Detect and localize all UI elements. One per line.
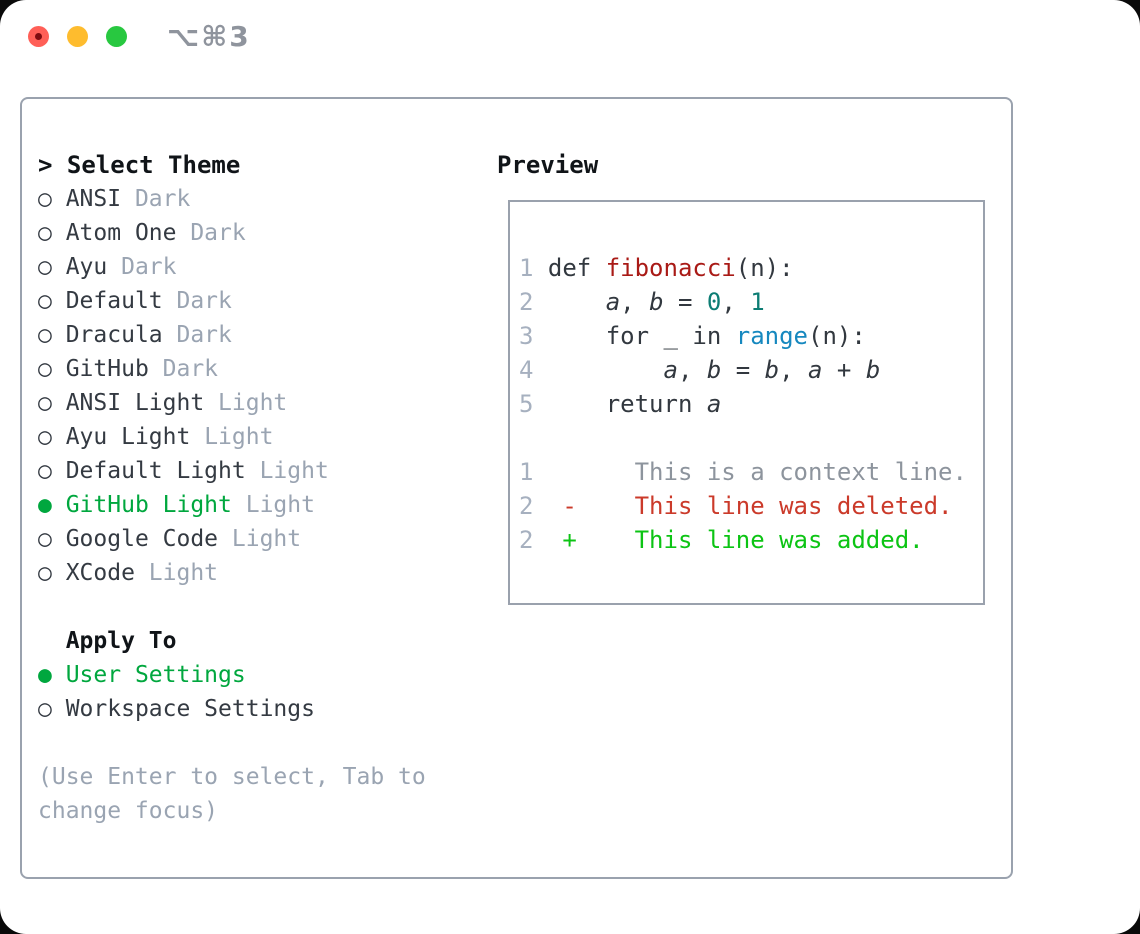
- theme-name: Dracula: [65, 322, 177, 348]
- close-button[interactable]: [28, 26, 49, 47]
- minimize-button[interactable]: [67, 26, 88, 47]
- radio-unselected-icon: ○: [38, 322, 66, 348]
- code-line: 1 def fibonacci(n):: [519, 254, 794, 282]
- theme-variant: Dark: [121, 254, 177, 280]
- code-line: 4 a, b = b, a + b: [519, 356, 881, 384]
- theme-name: ANSI Light: [65, 390, 219, 416]
- code-line: [519, 421, 967, 455]
- zoom-button[interactable]: [106, 26, 127, 47]
- radio-unselected-icon: ○: [38, 288, 66, 314]
- code-preview: 1 def fibonacci(n): 2 a, b = 0, 1 3 for _ …: [519, 251, 967, 557]
- radio-unselected-icon: ○: [38, 390, 66, 416]
- select-theme-heading: > Select Theme: [38, 148, 426, 182]
- help-text-line-2: change focus): [38, 798, 219, 824]
- theme-option-xcode[interactable]: ○ XCode Light: [38, 556, 426, 590]
- theme-variant: Dark: [190, 220, 246, 246]
- radio-unselected-icon: ○: [38, 458, 66, 484]
- code-line: 3 for _ in range(n):: [519, 322, 866, 350]
- radio-unselected-icon: ○: [38, 220, 66, 246]
- theme-option-github[interactable]: ○ GitHub Dark: [38, 352, 426, 386]
- code-line: 5 return a: [519, 390, 722, 418]
- theme-name: Google Code: [65, 526, 232, 552]
- apply-option-user-settings[interactable]: ● User Settings: [38, 658, 426, 692]
- theme-option-default[interactable]: ○ Default Dark: [38, 284, 426, 318]
- theme-option-ayu[interactable]: ○ Ayu Dark: [38, 250, 426, 284]
- theme-variant: Dark: [134, 186, 191, 212]
- theme-name: Default: [65, 288, 177, 314]
- window-title: ⌥⌘3: [167, 20, 251, 53]
- theme-name: GitHub: [65, 356, 163, 382]
- preview-box: [508, 200, 985, 605]
- theme-name: Default Light: [65, 458, 260, 484]
- apply-option-name: User Settings: [65, 662, 246, 688]
- radio-selected-icon: ●: [38, 492, 66, 518]
- theme-name: Atom One: [65, 220, 191, 246]
- theme-option-default-light[interactable]: ○ Default Light Light: [38, 454, 426, 488]
- spacer: [38, 726, 426, 760]
- theme-variant: Light: [231, 526, 302, 552]
- apply-to-label: Apply To: [65, 628, 177, 654]
- theme-variant: Dark: [176, 322, 232, 348]
- theme-name: ANSI: [65, 186, 135, 212]
- theme-variant: Light: [204, 424, 274, 450]
- theme-option-dracula[interactable]: ○ Dracula Dark: [38, 318, 426, 352]
- theme-name: XCode: [65, 560, 149, 586]
- apply-to-heading: Apply To: [38, 624, 426, 658]
- title-bar: ⌥⌘3: [0, 0, 1140, 74]
- radio-unselected-icon: ○: [38, 424, 66, 450]
- theme-option-ansi-light[interactable]: ○ ANSI Light Light: [38, 386, 426, 420]
- theme-name: Ayu: [65, 254, 122, 280]
- theme-name: Ayu Light: [65, 424, 205, 450]
- theme-variant: Dark: [162, 356, 219, 382]
- spacer: [38, 590, 426, 624]
- theme-name: GitHub Light: [65, 492, 246, 518]
- radio-unselected-icon: ○: [38, 356, 66, 382]
- theme-variant: Light: [259, 458, 329, 484]
- select-theme-label: Select Theme: [66, 151, 241, 179]
- theme-option-ayu-light[interactable]: ○ Ayu Light Light: [38, 420, 426, 454]
- focus-caret: >: [38, 151, 67, 179]
- theme-option-ansi[interactable]: ○ ANSI Dark: [38, 182, 426, 216]
- radio-selected-icon: ●: [38, 662, 66, 688]
- help-text-line-1: (Use Enter to select, Tab to: [38, 764, 426, 790]
- theme-variant: Light: [218, 390, 288, 416]
- theme-option-atom-one[interactable]: ○ Atom One Dark: [38, 216, 426, 250]
- code-line: 2 - This line was deleted.: [519, 492, 953, 520]
- code-line: 2 + This line was added.: [519, 526, 924, 554]
- apply-option-workspace-settings[interactable]: ○ Workspace Settings: [38, 692, 426, 726]
- radio-unselected-icon: ○: [38, 186, 66, 212]
- theme-variant: Light: [245, 492, 315, 518]
- theme-variant: Dark: [176, 288, 232, 314]
- code-line: 1 This is a context line.: [519, 458, 967, 486]
- theme-option-google-code[interactable]: ○ Google Code Light: [38, 522, 426, 556]
- radio-unselected-icon: ○: [38, 526, 66, 552]
- radio-unselected-icon: ○: [38, 560, 66, 586]
- theme-variant: Light: [148, 560, 219, 586]
- theme-option-github-light[interactable]: ● GitHub Light Light: [38, 488, 426, 522]
- code-line: 2 a, b = 0, 1: [519, 288, 765, 316]
- apply-option-name: Workspace Settings: [65, 696, 315, 722]
- theme-list: > Select Theme○ ANSI Dark○ Atom One Dark…: [38, 148, 426, 828]
- radio-unselected-icon: ○: [38, 696, 66, 722]
- preview-heading: Preview: [497, 151, 599, 179]
- radio-unselected-icon: ○: [38, 254, 66, 280]
